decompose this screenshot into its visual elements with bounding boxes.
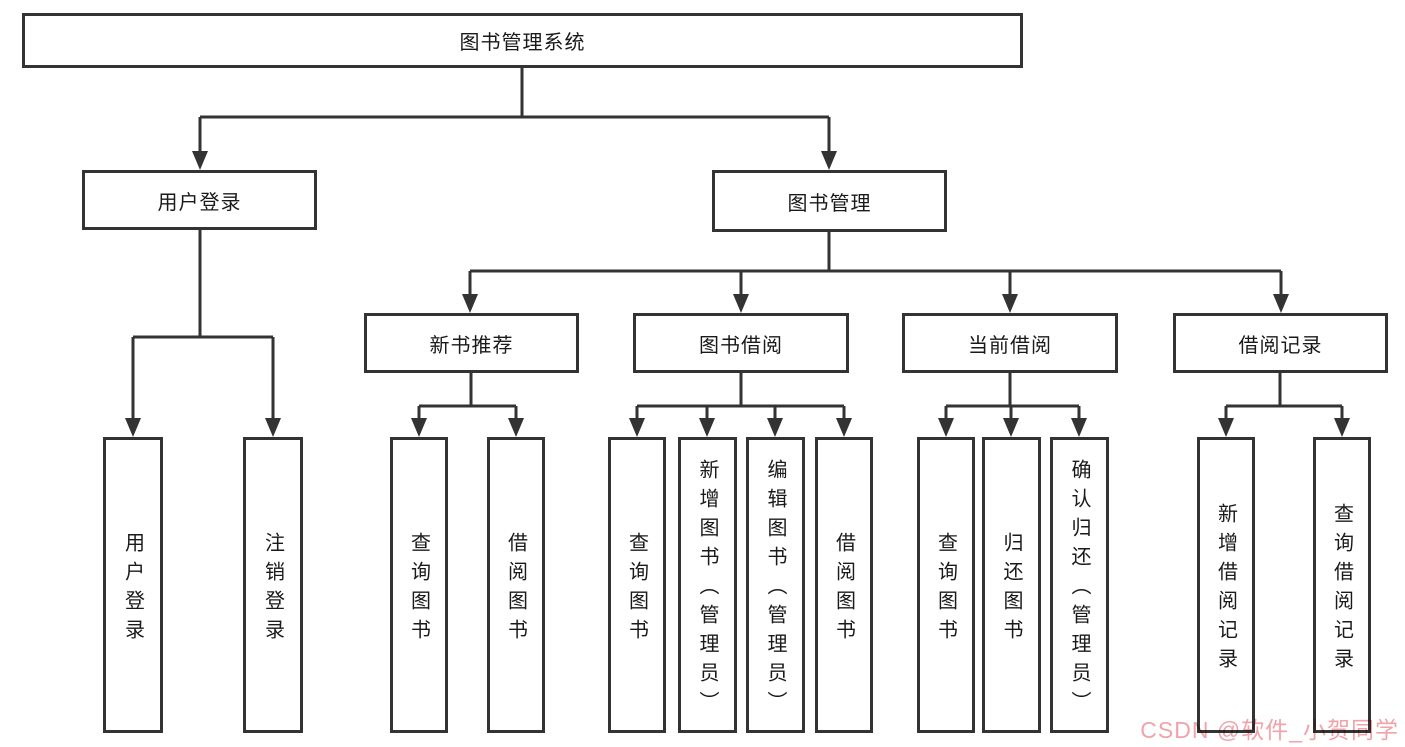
node-label: 确认归还（管理员） — [1068, 459, 1090, 720]
node-label: 借阅图书 — [504, 531, 527, 648]
node-current-borrow: 当前借阅 — [902, 313, 1118, 373]
node-label: 查询图书 — [934, 531, 957, 648]
node-borrow-records: 借阅记录 — [1173, 313, 1388, 373]
node-book-borrow: 图书借阅 — [633, 313, 849, 373]
node-user-login: 用户登录 — [82, 170, 317, 230]
watermark: CSDN @软件_小贺同学 — [1140, 717, 1399, 743]
leaf-logout: 注销登录 — [243, 437, 303, 733]
node-label: 新书推荐 — [429, 334, 514, 357]
node-label: 借阅图书 — [832, 531, 855, 648]
node-label: 图书管理系统 — [459, 32, 586, 54]
node-label: 新增借阅记录 — [1214, 502, 1237, 677]
leaf-user-login: 用户登录 — [103, 437, 163, 733]
node-label: 查询图书 — [625, 531, 648, 648]
node-label: 借阅记录 — [1238, 334, 1323, 357]
leaf-query-books-3: 查询图书 — [917, 437, 975, 733]
node-new-book-recommend: 新书推荐 — [364, 313, 579, 373]
leaf-edit-book-admin: 编辑图书（管理员） — [746, 437, 805, 733]
node-label: 编辑图书（管理员） — [764, 459, 786, 720]
node-book-management: 图书管理 — [712, 170, 947, 232]
leaf-add-borrow-record: 新增借阅记录 — [1197, 437, 1255, 733]
leaf-confirm-return-admin: 确认归还（管理员） — [1050, 437, 1109, 733]
leaf-add-book-admin: 新增图书（管理员） — [678, 437, 737, 733]
leaf-return-book: 归还图书 — [982, 437, 1041, 733]
leaf-query-books-1: 查询图书 — [390, 437, 448, 733]
node-label: 新增图书（管理员） — [696, 459, 718, 720]
node-label: 图书借阅 — [699, 334, 783, 357]
leaf-borrow-books-1: 借阅图书 — [487, 437, 545, 733]
node-label: 当前借阅 — [968, 334, 1052, 357]
node-label: 用户登录 — [121, 531, 144, 648]
node-label: 归还图书 — [1000, 531, 1022, 648]
node-label: 查询图书 — [407, 531, 430, 648]
leaf-borrow-books-2: 借阅图书 — [815, 437, 873, 733]
node-label: 查询借阅记录 — [1330, 502, 1353, 677]
node-label: 用户登录 — [157, 191, 242, 214]
node-label: 图书管理 — [787, 192, 872, 215]
leaf-query-books-2: 查询图书 — [608, 437, 666, 733]
node-system-root: 图书管理系统 — [22, 13, 1023, 68]
leaf-query-borrow-record: 查询借阅记录 — [1313, 437, 1371, 733]
node-label: 注销登录 — [261, 531, 284, 648]
